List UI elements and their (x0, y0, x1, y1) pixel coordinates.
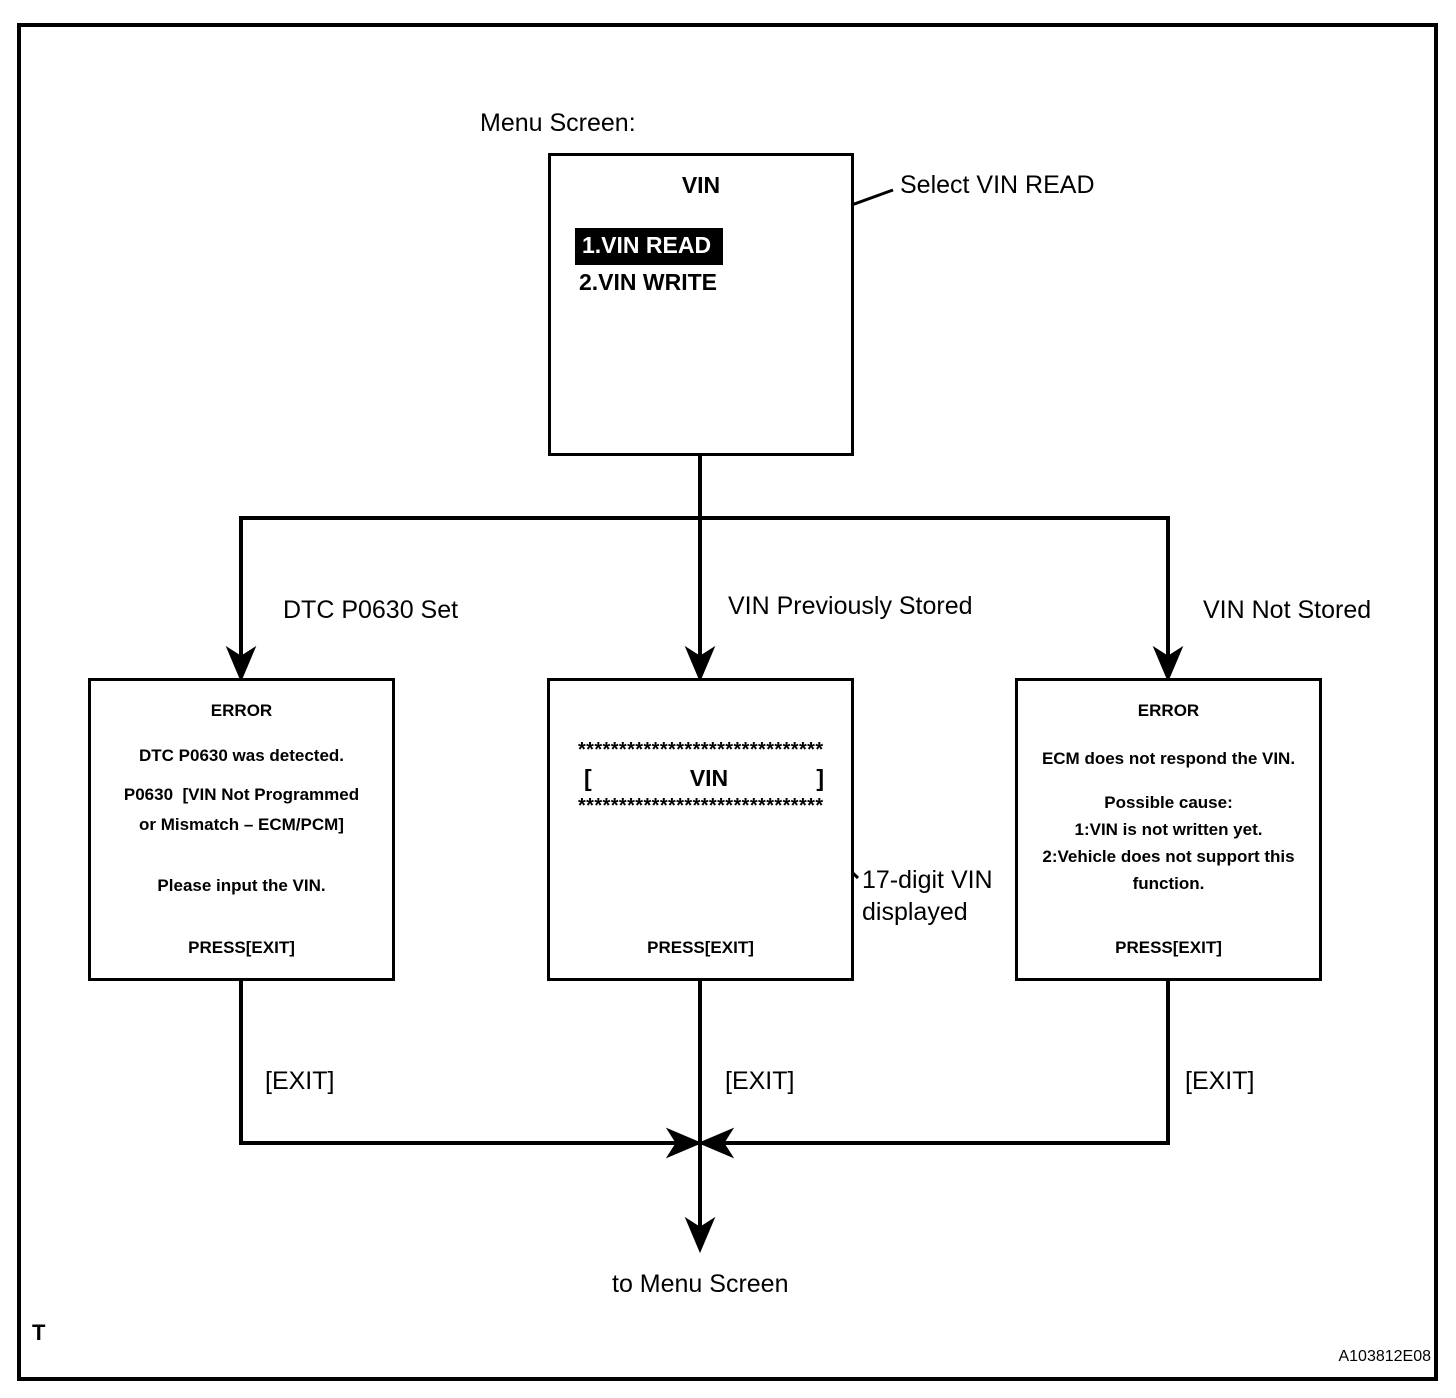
menu-screen-label: Menu Screen: (480, 109, 636, 137)
menu-item-vin-read: 1.VIN READ (575, 228, 724, 265)
screen-footer: PRESS[EXIT] (188, 938, 295, 957)
vin-menu-title: VIN (681, 172, 721, 198)
screen-text: Possible cause: (1104, 793, 1233, 812)
arrowhead-left-icon (697, 1127, 735, 1159)
screen-text: P0630 [VIN Not Programmed (123, 785, 360, 804)
screen-text: 2:Vehicle does not support this (1042, 847, 1295, 866)
arrowhead-down-icon (225, 645, 257, 683)
arrowhead-down-icon (684, 645, 716, 683)
annotation-line: displayed (862, 898, 968, 926)
exit-label-right: [EXIT] (1185, 1067, 1255, 1095)
screen-text: 1:VIN is not written yet. (1074, 820, 1263, 839)
arrowhead-down-icon (684, 1216, 716, 1254)
vin-menu-screen: VIN 1.VIN READ 2.VIN WRITE (548, 153, 854, 456)
screen-text: function. (1132, 874, 1205, 893)
exit-label-middle: [EXIT] (725, 1067, 795, 1095)
figure-code: A103812E08 (1338, 1348, 1431, 1365)
vin-digits-annotation: 17-digit VIN displayed (862, 864, 993, 928)
screen-title: ERROR (210, 701, 273, 720)
screen-footer: PRESS[EXIT] (1115, 938, 1222, 957)
vin-bracket-row: [ VIN ] (578, 763, 830, 793)
screen-footer: PRESS[EXIT] (647, 938, 754, 957)
bracket-close: ] (816, 765, 824, 791)
branch-connectors (225, 456, 1184, 683)
menu-item-vin-write: 2.VIN WRITE (579, 269, 718, 295)
annotation-line: 17-digit VIN (862, 866, 993, 894)
arrowhead-right-icon (665, 1127, 703, 1159)
stars-row-top: ****************************** (578, 739, 824, 761)
page-border (17, 23, 1438, 1381)
screen-text: Please input the VIN. (157, 876, 326, 895)
screen-no-response-error: ERROR ECM does not respond the VIN. Poss… (1015, 678, 1322, 981)
exit-label-left: [EXIT] (265, 1067, 335, 1095)
screen-text: DTC P0630 was detected. (138, 746, 345, 765)
select-vin-read-annotation: Select VIN READ (900, 171, 1095, 199)
stars-row-bottom: ****************************** (578, 795, 824, 817)
to-menu-screen-label: to Menu Screen (612, 1270, 789, 1298)
vin-word: VIN (689, 765, 729, 791)
exit-connectors (239, 980, 1170, 1254)
page-marker: T (32, 1320, 46, 1345)
bracket-open: [ (584, 765, 592, 791)
arrowhead-down-icon (1152, 645, 1184, 683)
screen-dtc-error: ERROR DTC P0630 was detected. P0630 [VIN… (88, 678, 395, 981)
screen-title: ERROR (1137, 701, 1200, 720)
screen-text: or Mismatch – ECM/PCM] (139, 815, 344, 834)
branch-label-dtc-set: DTC P0630 Set (283, 596, 459, 624)
screen-text: ECM does not respond the VIN. (1041, 749, 1296, 768)
vin-readout: ****************************** [ VIN ] *… (578, 737, 830, 819)
branch-label-vin-not-stored: VIN Not Stored (1203, 596, 1372, 624)
branch-label-vin-stored: VIN Previously Stored (728, 592, 973, 620)
screen-vin-display: ****************************** [ VIN ] *… (547, 678, 854, 981)
